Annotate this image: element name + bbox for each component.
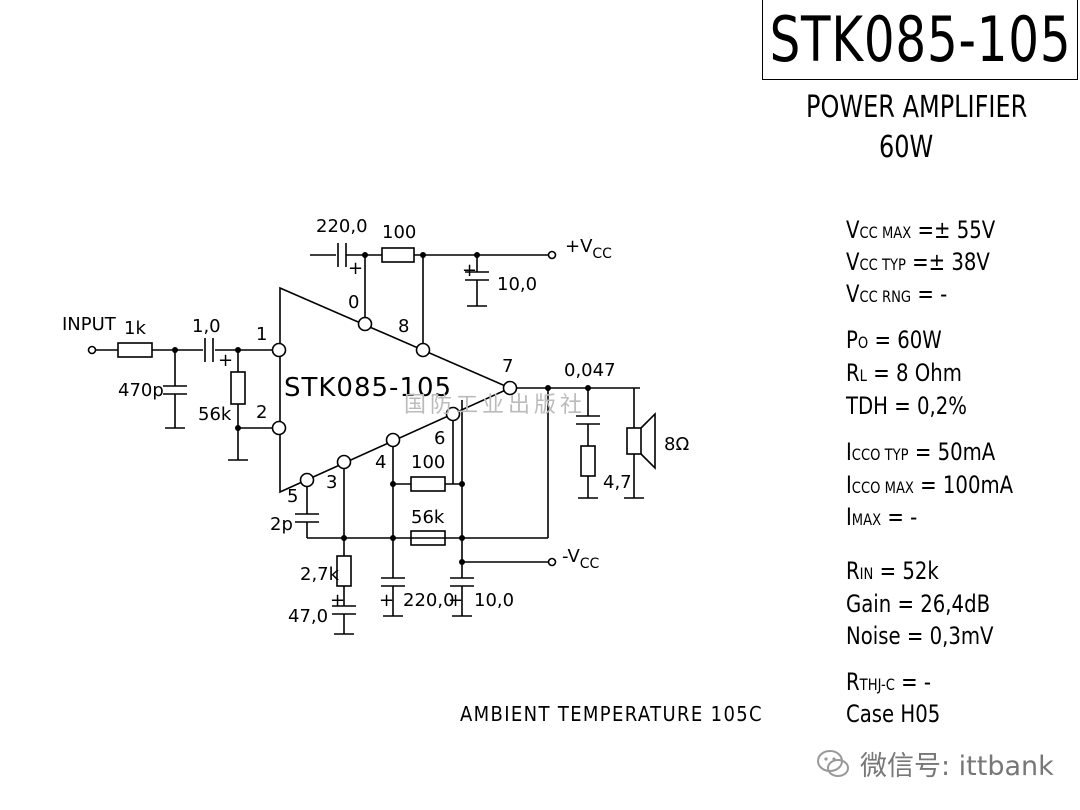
spec-vcc-rng: VCC RNG = - bbox=[846, 280, 948, 308]
pin-8: 8 bbox=[398, 316, 409, 337]
resistor-100-top bbox=[381, 247, 415, 263]
subtitle: POWER AMPLIFIER bbox=[806, 90, 1028, 125]
resistor-56k-input bbox=[230, 371, 246, 405]
title-box: STK085-105 bbox=[762, 0, 1078, 80]
label-r-fb1: 100 bbox=[411, 452, 445, 473]
vcc-neg-label: -VCC bbox=[562, 546, 600, 572]
spec-tdh: TDH = 0,2% bbox=[846, 392, 967, 420]
label-c-out: 0,047 bbox=[564, 360, 616, 381]
spec-vcc-max: VCC MAX =± 55V bbox=[846, 216, 996, 244]
spec-po: PO = 60W bbox=[846, 326, 942, 354]
input-label: INPUT bbox=[62, 314, 117, 335]
spec-icco-typ: ICCO TYP = 50mA bbox=[846, 438, 996, 466]
label-c-220-bot: 220,0 bbox=[403, 590, 455, 611]
plus-c-in: + bbox=[218, 350, 233, 371]
plus-c-vcc: + bbox=[462, 260, 477, 281]
spec-noise: Noise = 0,3mV bbox=[846, 622, 994, 650]
label-c-in: 1,0 bbox=[192, 316, 221, 337]
pin-1: 1 bbox=[256, 324, 267, 345]
resistor-2-7k bbox=[336, 555, 352, 587]
resistor-4-7 bbox=[580, 445, 596, 477]
speaker-coil bbox=[626, 427, 642, 455]
page-title: STK085-105 bbox=[769, 3, 1071, 76]
label-r-fb2: 56k bbox=[411, 507, 445, 528]
label-c-vcc: 10,0 bbox=[497, 274, 537, 295]
label-r-top: 100 bbox=[382, 222, 416, 243]
spec-icco-max: ICCO MAX = 100mA bbox=[846, 471, 1014, 499]
ambient-temperature: AMBIENT TEMPERATURE 105C bbox=[460, 702, 763, 726]
spec-gain: Gain = 26,4dB bbox=[846, 590, 991, 618]
publisher-watermark: 国防工业出版社 bbox=[404, 393, 586, 418]
plus-c-47: + bbox=[330, 590, 345, 611]
label-56k-input: 56k bbox=[198, 404, 232, 425]
plus-c-10-bot: + bbox=[448, 590, 463, 611]
pin-5: 5 bbox=[287, 486, 298, 507]
pin-7: 7 bbox=[502, 356, 513, 377]
power-rating: 60W bbox=[879, 130, 934, 165]
pin-4: 4 bbox=[375, 452, 386, 473]
spec-vcc-typ: VCC TYP =± 38V bbox=[846, 248, 990, 276]
chip-label: STK085-105 bbox=[284, 373, 452, 403]
pin-3: 3 bbox=[326, 472, 337, 493]
label-speaker: 8Ω bbox=[664, 434, 689, 455]
plus-c-top: + bbox=[348, 258, 363, 279]
label-470p: 470p bbox=[118, 380, 164, 401]
spec-case: Case H05 bbox=[846, 700, 941, 728]
label-r-out: 4,7 bbox=[603, 472, 632, 493]
speaker-cone bbox=[640, 412, 656, 470]
vcc-pos-label: +VCC bbox=[565, 236, 612, 262]
resistor-100-feedback bbox=[410, 476, 446, 492]
pin-0: 0 bbox=[348, 292, 359, 313]
resistor-1k bbox=[117, 342, 153, 358]
label-c-10-bot: 10,0 bbox=[474, 590, 514, 611]
spec-rl: RL = 8 Ohm bbox=[846, 359, 962, 387]
label-c-top: 220,0 bbox=[316, 216, 368, 237]
label-47: 47,0 bbox=[288, 606, 328, 627]
wechat-watermark: 微信号: ittbank bbox=[816, 744, 1054, 783]
pin-2: 2 bbox=[256, 402, 267, 423]
spec-imax: IMAX = - bbox=[846, 503, 918, 531]
wechat-id: 微信号: ittbank bbox=[860, 751, 1054, 782]
wechat-icon bbox=[817, 749, 849, 777]
resistor-56k-feedback bbox=[410, 530, 446, 546]
spec-rthj: RTHJ-C = - bbox=[846, 668, 931, 696]
label-2p: 2p bbox=[270, 514, 293, 535]
label-2-7k: 2,7k bbox=[300, 564, 340, 585]
label-r-in: 1k bbox=[124, 318, 146, 339]
pin-6: 6 bbox=[434, 428, 445, 449]
spec-rin: RIN = 52k bbox=[846, 557, 939, 585]
plus-c-220-bot: + bbox=[379, 590, 394, 611]
